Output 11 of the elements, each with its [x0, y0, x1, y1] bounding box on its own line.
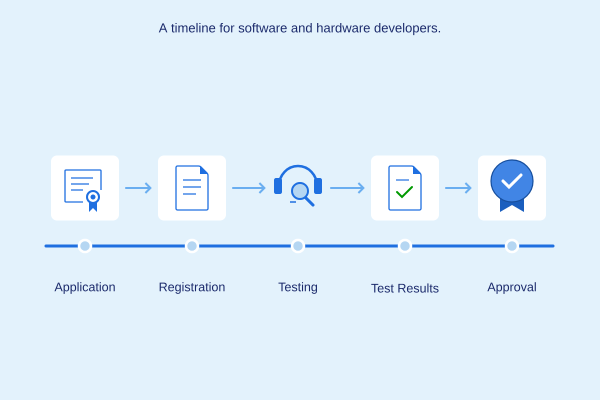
- step-label: Test Results: [371, 283, 439, 293]
- arrow: [445, 182, 472, 194]
- subtitle: A timeline for software and hardware developers.: [158, 22, 440, 36]
- arrow: [232, 182, 266, 194]
- step-label: Approval: [487, 282, 536, 294]
- step-label: Application: [54, 282, 115, 294]
- arrow: [125, 182, 152, 194]
- step-label: Registration: [160, 282, 225, 294]
- step-label: Testing: [278, 282, 317, 294]
- headset-icon: [274, 164, 322, 206]
- arrow: [330, 182, 365, 194]
